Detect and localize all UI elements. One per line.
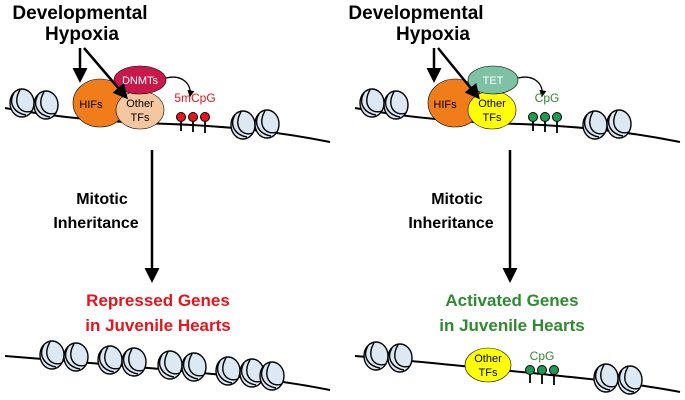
right-other-tfs-line2: TFs [483, 112, 502, 124]
left-process-line2: Inheritance [53, 215, 138, 232]
left-dna-strand [4, 107, 331, 143]
right-outcome-line1: Activated Genes [445, 291, 578, 310]
right-lollipop-2 [540, 112, 550, 122]
right-unmethyl-lollipops [528, 112, 562, 133]
left-dnmts-label: DNMTs [122, 75, 159, 87]
right-bottom-lollipop-1 [525, 365, 535, 375]
left-arrow-enzyme-to-mark [165, 76, 195, 98]
right-trigger-line1: Developmental [348, 3, 483, 24]
left-lollipop-2 [188, 112, 198, 122]
right-process-line1: Mitotic [431, 191, 483, 208]
right-bottom-other-tfs-ellipse [464, 347, 512, 383]
left-outcome-line2: in Juvenile Hearts [85, 316, 231, 335]
left-nucleosome-2 [33, 90, 59, 120]
right-bottom-dna-strand [354, 355, 681, 393]
left-other-tfs-line2: TFs [131, 112, 150, 124]
right-outcome-line2: in Juvenile Hearts [439, 316, 585, 335]
right-tet-label: TET [483, 75, 504, 87]
left-other-tfs-line1: Other [126, 98, 154, 110]
right-bottom-lollipop-2 [537, 365, 547, 375]
right-hifs-label: HIFs [433, 99, 457, 111]
right-nucleosome-3 [582, 110, 608, 140]
right-other-tfs-line1: Other [478, 98, 506, 110]
right-trigger-line2: Hypoxia [396, 24, 470, 45]
right-lollipop-1 [528, 112, 538, 122]
left-trigger-line1: Developmental [12, 3, 147, 24]
left-nucleosome-4 [254, 109, 280, 139]
right-mark-label: CpG [535, 91, 560, 105]
left-hifs-label: HIFs [79, 99, 103, 111]
right-lollipop-3 [552, 112, 562, 122]
right-nucleosome-1 [359, 88, 385, 118]
right-arrow-enzyme-to-mark [517, 76, 547, 98]
right-arrow-to-other-tfs [437, 47, 480, 100]
right-panel: Developmental Hypoxia HIFs Other TFs TET… [348, 3, 681, 395]
left-bottom-nucleosomes [39, 340, 285, 391]
right-nucleosome-2 [383, 90, 409, 120]
right-bottom-lollipops [525, 365, 559, 385]
left-mark-label: 5mCpG [174, 91, 215, 105]
left-arrow-to-other-tfs [83, 47, 128, 100]
right-bottom-other-tfs-line2: TFs [479, 367, 498, 379]
left-lollipop-1 [176, 112, 186, 122]
right-process-line2: Inheritance [408, 215, 493, 232]
left-nucleosome-3 [230, 110, 256, 140]
left-outcome-line1: Repressed Genes [86, 291, 230, 310]
right-tet-ellipse [467, 65, 519, 95]
right-bottom-other-tfs-line1: Other [474, 353, 502, 365]
left-lollipop-3 [200, 112, 210, 122]
right-bottom-lollipop-3 [549, 365, 559, 375]
left-panel: Developmental Hypoxia HIFs Other TFs DNM… [4, 3, 331, 391]
right-bottom-mark-label: CpG [530, 349, 555, 363]
left-trigger-line2: Hypoxia [45, 24, 119, 45]
left-nucleosome-1 [9, 88, 35, 118]
left-process-line1: Mitotic [76, 191, 128, 208]
left-methyl-lollipops [176, 112, 210, 133]
right-nucleosome-4 [606, 109, 632, 139]
